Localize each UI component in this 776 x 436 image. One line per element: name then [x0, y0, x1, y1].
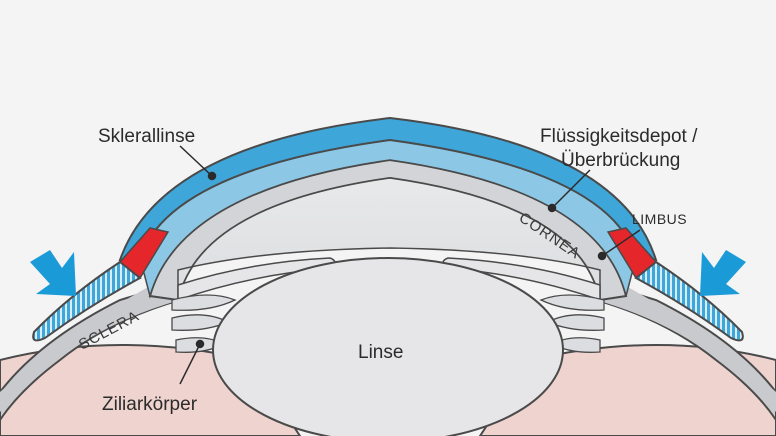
label-fluid-line1: Flüssigkeitsdepot / [540, 126, 698, 147]
ciliary-body-right [539, 294, 605, 353]
label-fluid-line2: Überbrückung [561, 150, 680, 171]
sclera-band-right [596, 262, 776, 412]
lens-flange-right [634, 260, 744, 342]
crystalline-lens [212, 257, 564, 436]
label-lens: Linse [358, 342, 403, 363]
scleral-lens-body [118, 116, 658, 262]
leader-lines [179, 145, 641, 385]
label-scleral-lens: Sklerallinse [98, 126, 195, 147]
sclera-band-left [0, 262, 180, 412]
arrow-down-right-icon [30, 250, 76, 296]
label-limbus: LIMBUS [632, 211, 687, 227]
arrow-down-left-icon [700, 250, 746, 296]
lens-flange-left [32, 260, 142, 342]
label-ciliary-body: Ziliarkörper [102, 394, 198, 415]
